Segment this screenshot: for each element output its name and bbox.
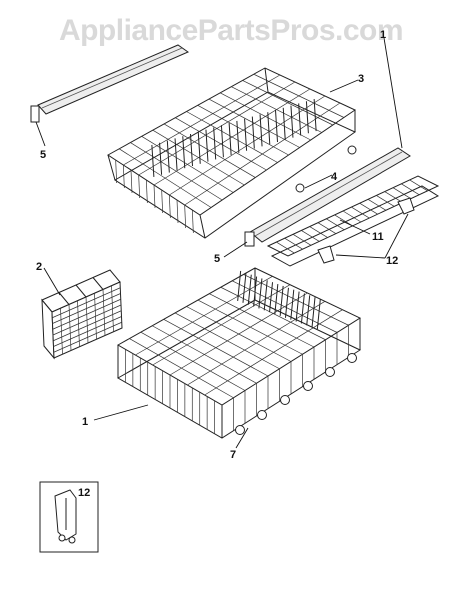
leader-lines — [35, 37, 409, 449]
callout-1a: 1 — [380, 29, 386, 41]
callout-1b: 1 — [82, 416, 88, 428]
callout-4: 4 — [331, 171, 338, 183]
callout-7: 7 — [230, 449, 236, 461]
callout-12b: 12 — [78, 487, 90, 499]
upper-rack — [107, 67, 357, 239]
lower-rack — [116, 267, 362, 439]
callout-labels: 1 3 5 4 11 5 12 2 1 7 12 — [36, 29, 398, 499]
silverware-basket — [41, 269, 123, 360]
callout-11: 11 — [372, 231, 384, 243]
upper-rail-right — [244, 147, 411, 247]
callout-2: 2 — [36, 261, 42, 273]
upper-rail-left — [30, 44, 190, 123]
callout-3: 3 — [358, 73, 364, 85]
callout-12a: 12 — [386, 255, 398, 267]
callout-5a: 5 — [40, 149, 46, 161]
inset-clip-detail — [39, 481, 99, 553]
callout-5b: 5 — [214, 253, 220, 265]
shelf-clips — [317, 197, 415, 264]
watermark-text: AppliancePartsPros.com — [58, 14, 404, 47]
